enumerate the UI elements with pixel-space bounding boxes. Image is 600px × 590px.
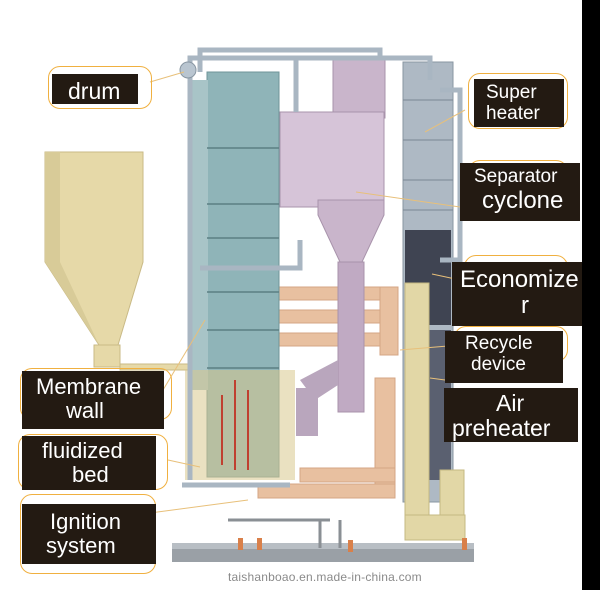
membrane-wall-label-line2: wall (66, 397, 104, 423)
recycle-device-label: Recycle device (445, 331, 563, 383)
drum-label-text: drum (68, 78, 121, 104)
separator-cyclone-label: Separator cyclone (460, 163, 580, 221)
drum-label: drum (52, 74, 138, 104)
fluidized-bed-label-line2: bed (72, 461, 109, 487)
furnace (185, 71, 295, 480)
separator-cyclone-label-line2: cyclone (482, 186, 564, 214)
ground-floor (172, 548, 474, 562)
workers (238, 538, 467, 552)
economizer-label-line2: r (521, 291, 529, 319)
ignition-system-label-line1: Ignition (50, 509, 121, 534)
air-preheater-label-line1: Air (496, 390, 525, 416)
membrane-wall-label-line1: Membrane (36, 374, 142, 399)
superheater-label-line2: heater (486, 102, 540, 124)
drum-ring (48, 66, 152, 109)
air-preheater-label-line2: preheater (452, 414, 551, 441)
coal-hopper (44, 151, 193, 371)
superheater-ring (468, 73, 568, 129)
air-preheater-label: Air preheater (444, 388, 578, 442)
ignition-rig (228, 518, 342, 548)
separator-cyclone (279, 57, 386, 436)
recycle-device-label-line2: device (471, 353, 526, 375)
economizer-label-line1: Economize (460, 266, 579, 293)
air-preheater-stack (404, 282, 466, 541)
ignition-system-label-line2: system (46, 532, 116, 558)
separator-cyclone-label-line1: Separator (474, 166, 558, 187)
superheater-label-line1: Super (486, 82, 537, 103)
membrane-wall-label: Membrane wall (22, 371, 164, 429)
superheater-label: Super heater (474, 79, 564, 127)
recycle-device-label-line1: Recycle (465, 333, 533, 354)
watermark: taishanboao.en.made-in-china.com (228, 570, 422, 584)
fluidized-bed-label: fluidized bed (22, 436, 156, 490)
ignition-system-label: Ignition system (22, 504, 156, 564)
drum-vessel (179, 61, 197, 79)
fluidized-bed-label-line1: fluidized (42, 438, 123, 463)
right-black-bar (582, 0, 600, 590)
economizer-label: Economize r (452, 262, 590, 326)
